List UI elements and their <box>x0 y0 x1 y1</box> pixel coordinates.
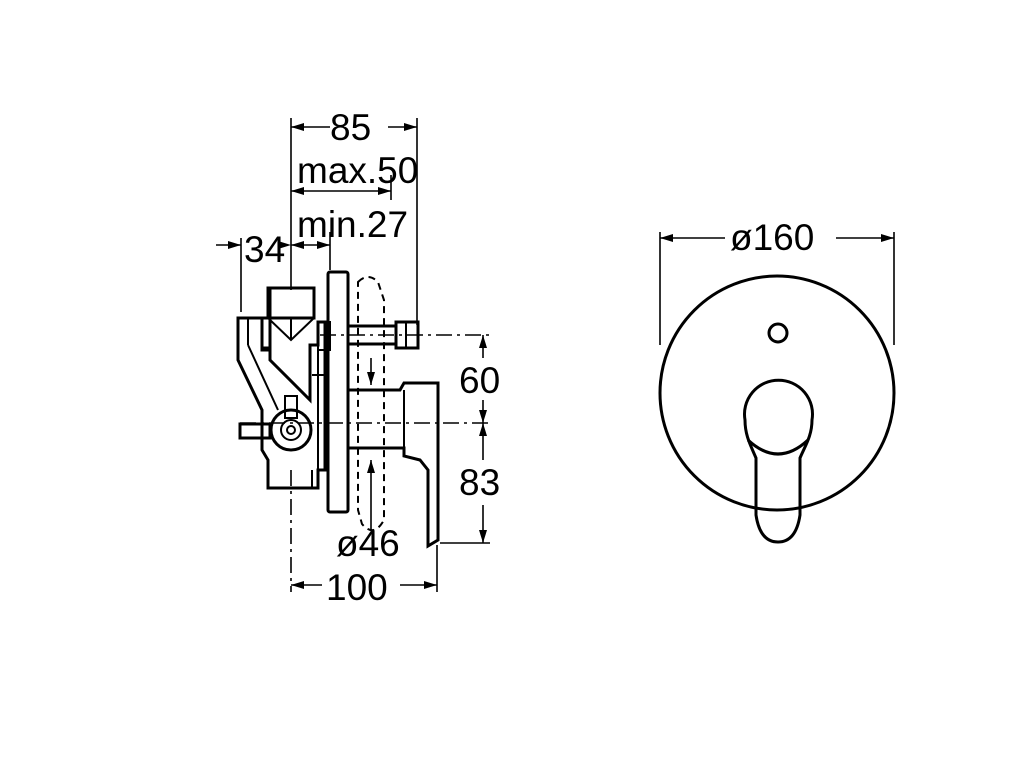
dim-60 <box>479 335 487 423</box>
dim-46-label: ø46 <box>336 523 400 564</box>
dim-min27-label: min.27 <box>297 204 408 245</box>
front-lever-handle <box>743 378 814 544</box>
dim-83 <box>479 423 487 543</box>
wall-plate <box>326 270 350 514</box>
valve-body <box>236 286 331 490</box>
lever-handle <box>346 381 440 549</box>
front-view: ø160 <box>658 217 896 544</box>
dim-60-label: 60 <box>459 360 500 401</box>
dim-max50 <box>291 187 391 195</box>
diverter-button <box>767 322 789 344</box>
dim-83-label: 83 <box>459 462 500 503</box>
side-view: 85 max.50 min.27 34 <box>216 107 500 608</box>
round-wall-plate <box>658 274 896 512</box>
dim-100-label: 100 <box>326 567 388 608</box>
dim-46-arrows <box>367 358 375 530</box>
dim-34 <box>216 241 291 249</box>
dim-min27 <box>291 241 330 249</box>
dim-34-label: 34 <box>244 229 285 270</box>
dim-max50-label: max.50 <box>297 150 418 191</box>
dim-160-label: ø160 <box>730 217 814 258</box>
dim-85 <box>291 123 417 131</box>
front-lever-arc <box>746 438 810 456</box>
dim-160 <box>660 234 894 242</box>
dim-85-label: 85 <box>330 107 371 148</box>
dim-100 <box>291 581 437 589</box>
outlet-pin <box>346 320 420 350</box>
